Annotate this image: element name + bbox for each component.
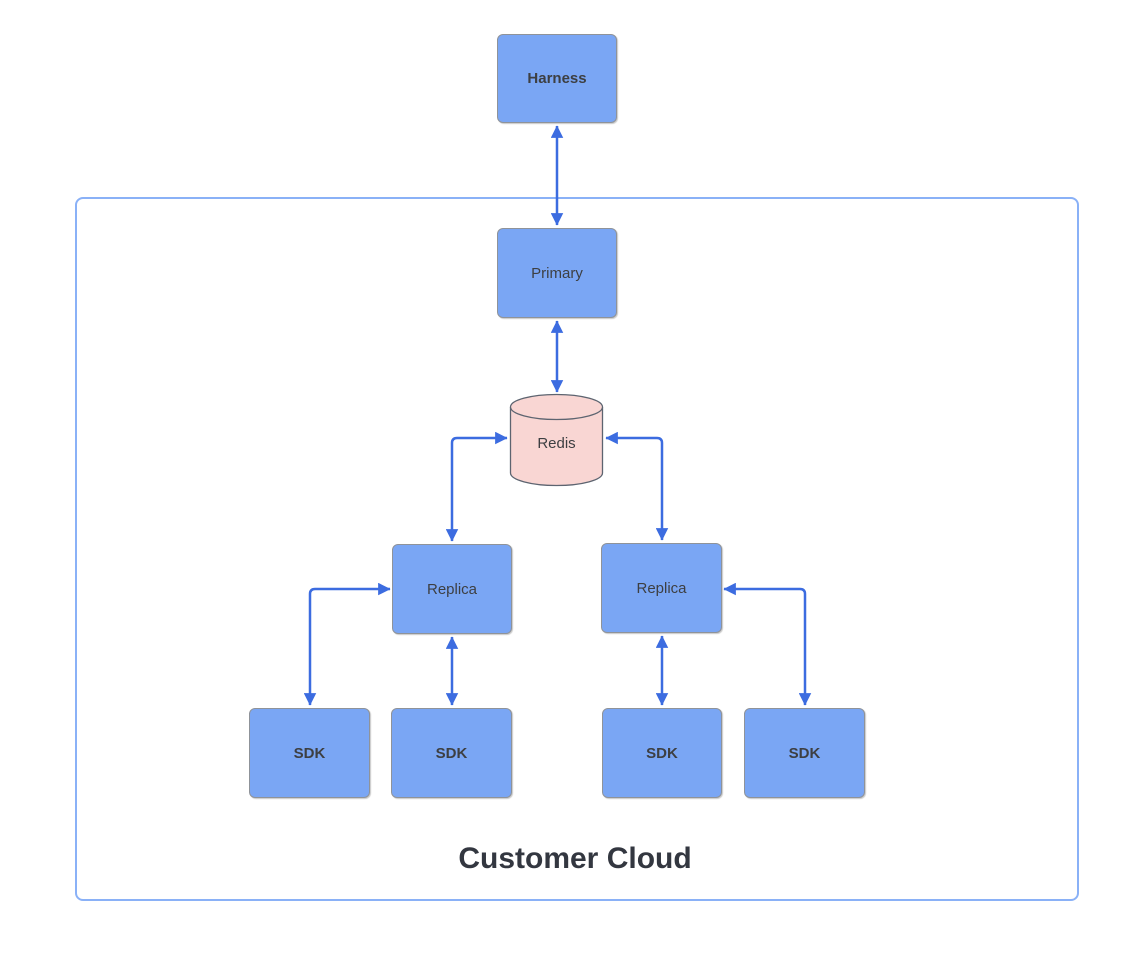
connector-replica-right-sdk-outer xyxy=(723,582,812,706)
node-replica-left: Replica xyxy=(392,544,512,634)
node-harness: Harness xyxy=(497,34,617,123)
node-sdk-inner-left: SDK xyxy=(391,708,512,798)
node-sdk-outer-left-label: SDK xyxy=(293,744,326,762)
node-redis: Redis xyxy=(509,393,604,487)
node-sdk-inner-right-label: SDK xyxy=(646,744,678,762)
connector-redis-replica-left xyxy=(445,431,508,542)
customer-cloud-boundary xyxy=(75,197,1079,901)
database-cylinder-icon xyxy=(509,393,604,487)
node-primary-label: Primary xyxy=(531,264,583,282)
node-replica-right: Replica xyxy=(601,543,722,633)
node-sdk-inner-right: SDK xyxy=(602,708,722,798)
node-replica-left-label: Replica xyxy=(426,580,478,598)
node-sdk-inner-left-label: SDK xyxy=(435,744,468,762)
node-harness-label: Harness xyxy=(527,70,587,87)
connector-replica-left-sdk-outer xyxy=(303,582,391,706)
node-sdk-outer-right-label: SDK xyxy=(788,744,821,762)
node-primary: Primary xyxy=(497,228,617,318)
customer-cloud-title: Customer Cloud xyxy=(458,842,692,875)
node-sdk-outer-left: SDK xyxy=(249,708,370,798)
node-redis-label: Redis xyxy=(537,435,576,452)
connector-redis-replica-right xyxy=(605,431,669,541)
node-replica-right-label: Replica xyxy=(636,579,687,597)
node-sdk-outer-right: SDK xyxy=(744,708,865,798)
